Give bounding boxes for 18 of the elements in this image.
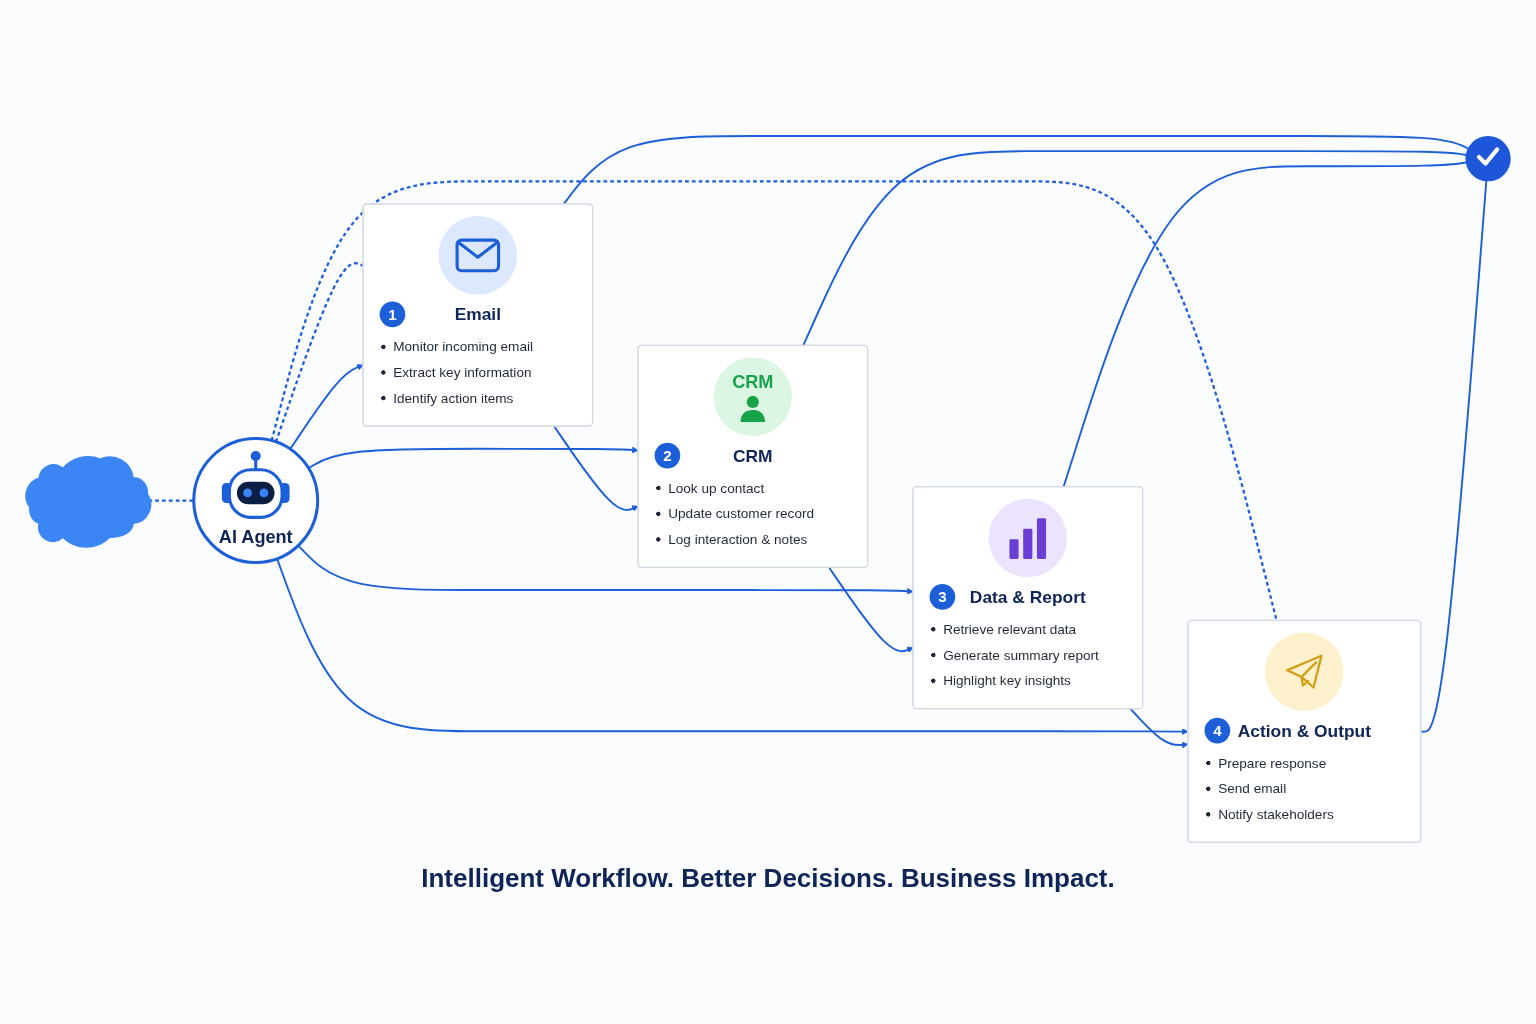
dotted-line [270, 180, 1278, 622]
step-card [912, 486, 1144, 710]
caption: Intelligent Workflow. Better Decisions. Business Impact. [421, 862, 1115, 894]
step-card [637, 345, 869, 569]
connector-line [1420, 179, 1488, 733]
card-title: CRM [733, 446, 773, 466]
step-card [362, 203, 594, 427]
card-title: Data & Report [969, 587, 1086, 607]
agent-circle [192, 437, 320, 565]
check-circle [1465, 136, 1511, 182]
card-title: Action & Output [1237, 721, 1371, 741]
dotted-line [274, 262, 364, 443]
connector-line [562, 135, 1470, 206]
node-title: AI Agent [218, 525, 293, 550]
step-card [1187, 620, 1422, 844]
icon-label: CRM [732, 371, 774, 393]
cloud-shape [25, 456, 152, 549]
card-title: Email [454, 304, 501, 325]
